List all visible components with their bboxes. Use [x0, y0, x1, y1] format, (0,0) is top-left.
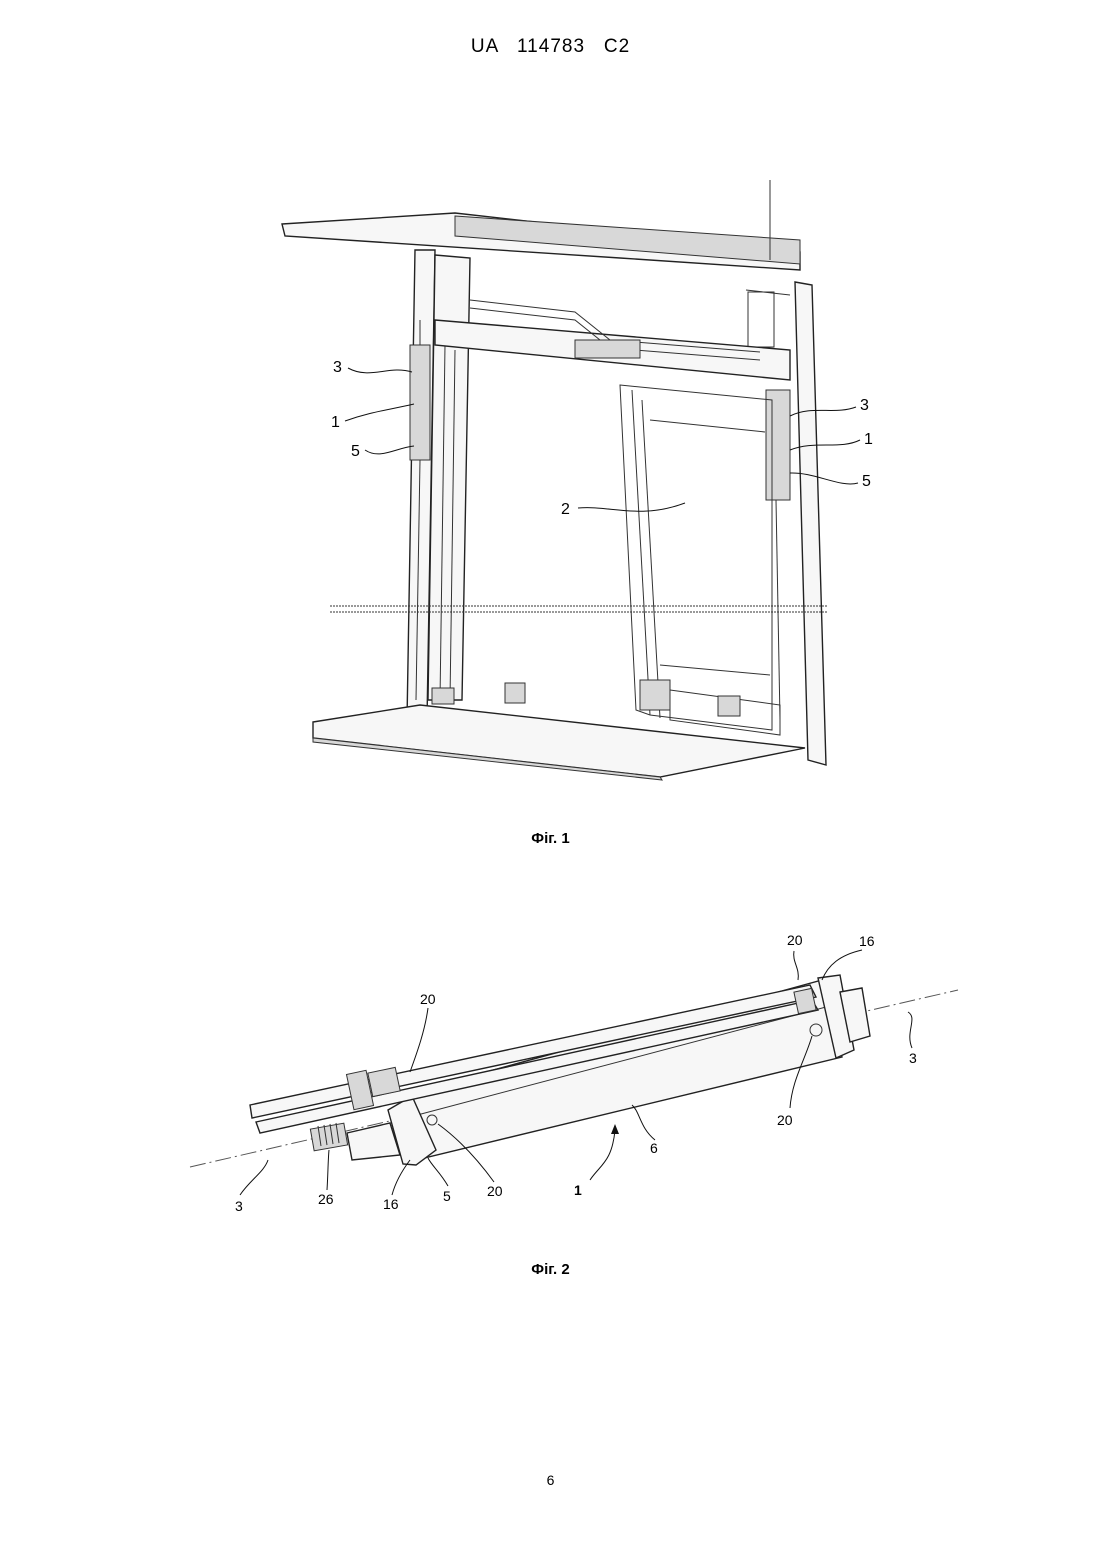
figure-1-drawing: 3 1 5 2 3 1 5 [0, 0, 1101, 800]
fig2-label-1: 1 [574, 1182, 582, 1198]
fig1-label-center-2: 2 [561, 501, 570, 518]
fig2-label-top-right-20: 20 [787, 932, 803, 948]
figure-2-drawing: 20 20 16 3 20 6 3 26 16 5 20 1 [0, 900, 1101, 1240]
fig2-label-5: 5 [443, 1188, 451, 1204]
fig2-label-top-20: 20 [420, 991, 436, 1007]
fig1-label-left-3: 3 [333, 359, 342, 376]
fig2-label-right-3: 3 [909, 1050, 917, 1066]
fig1-label-right-1: 1 [864, 431, 873, 448]
fig1-label-left-5: 5 [351, 443, 360, 460]
figure-2-caption: Фіг. 2 [0, 1261, 1101, 1278]
fig2-label-bottom-20: 20 [487, 1183, 503, 1199]
fig2-label-left-3: 3 [235, 1198, 243, 1214]
fig2-label-6: 6 [650, 1140, 658, 1156]
fig1-label-right-5: 5 [862, 473, 871, 490]
fig2-label-top-16: 16 [859, 933, 875, 949]
fig2-label-26: 26 [318, 1191, 334, 1207]
fig2-label-16: 16 [383, 1196, 399, 1212]
fig1-label-right-3: 3 [860, 397, 869, 414]
figure-1-caption: Фіг. 1 [0, 830, 1101, 847]
fig2-label-right-20: 20 [777, 1112, 793, 1128]
page-number: 6 [0, 1472, 1101, 1488]
fig1-label-left-1: 1 [331, 414, 340, 431]
